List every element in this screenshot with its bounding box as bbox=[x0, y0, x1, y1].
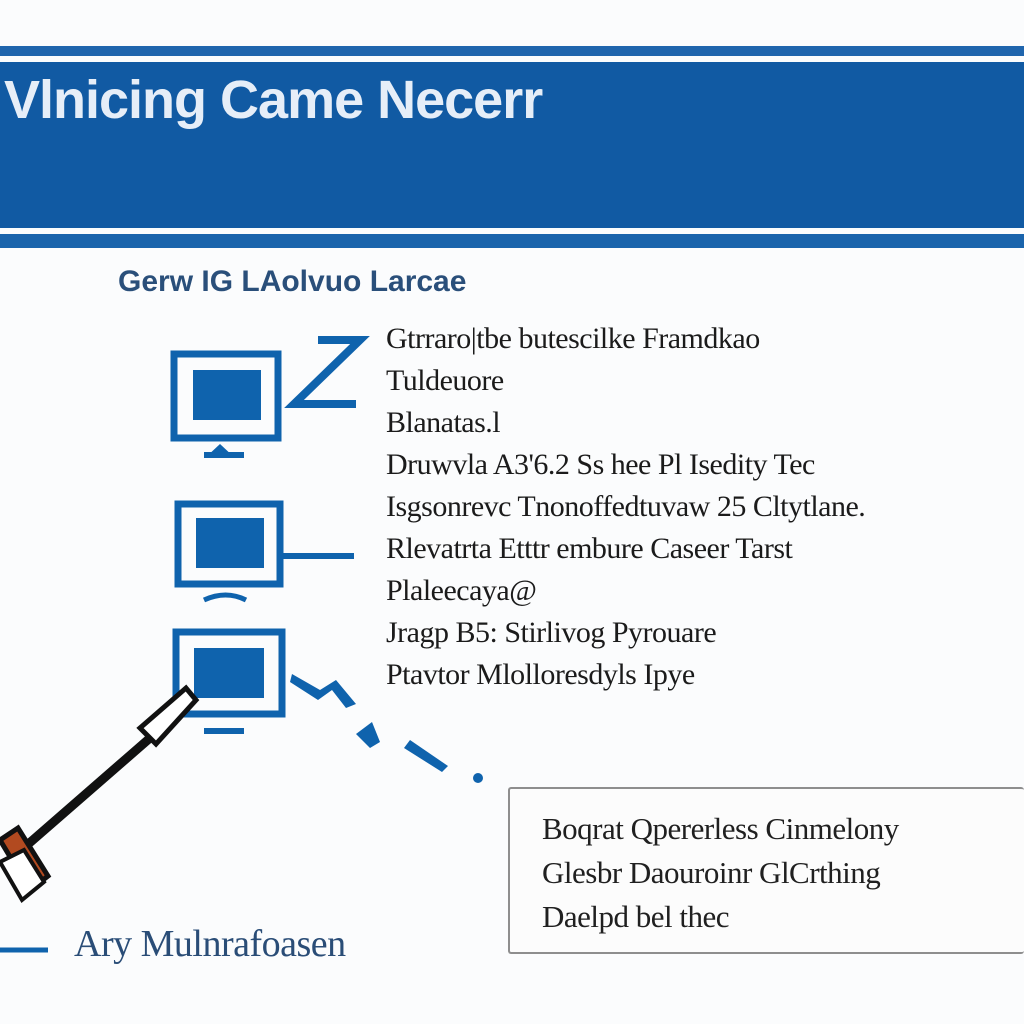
lightning-icon bbox=[290, 674, 483, 783]
note-line: Glesbr Daouroinr GlCrthing bbox=[542, 855, 881, 890]
header-banner bbox=[0, 62, 1024, 228]
text-line: Blanatas.l bbox=[386, 406, 501, 439]
header-bottom-rule bbox=[0, 234, 1024, 248]
text-line: Isgsonrevc Tnonoffedtuvaw 25 Cltytlane. bbox=[386, 490, 866, 523]
text-line: Jragp B5: Stirlivog Pyrouare bbox=[386, 616, 717, 649]
text-line: Ptavtor Mlolloresdyls Ipye bbox=[386, 658, 695, 691]
note-box: Boqrat Qpererless Cinmelony Glesbr Daour… bbox=[508, 787, 1024, 954]
monitor-icon bbox=[172, 628, 286, 734]
note-line: Boqrat Qpererless Cinmelony bbox=[542, 811, 899, 846]
header-title: r Vlnicing Came Necerr bbox=[0, 70, 543, 130]
description-text-block: Gtrraro|tbe butescilke Framdkao Tuldeuor… bbox=[386, 318, 1024, 696]
monitor-icon bbox=[174, 500, 284, 603]
text-line: Gtrraro|tbe butescilke Framdkao bbox=[386, 322, 760, 355]
caption: Ary Mulnrafoasen bbox=[74, 923, 346, 965]
note-line: Daelpd bel thec bbox=[542, 899, 730, 934]
text-line: Rlevatrta Etttr embure Caseer Tarst bbox=[386, 532, 793, 565]
signal-zigzag bbox=[284, 336, 370, 408]
text-line: Tuldeuore bbox=[386, 364, 504, 397]
subtitle: Gerw IG LAolvuo Larcae bbox=[118, 265, 467, 298]
text-line: Druwvla A3'6.2 Ss hee Pl Isedity Tec bbox=[386, 448, 815, 481]
header-top-rule bbox=[0, 46, 1024, 56]
text-line: Plaleecaya@ bbox=[386, 574, 537, 607]
screwdriver-icon bbox=[0, 684, 200, 953]
monitor-icon bbox=[170, 350, 282, 458]
